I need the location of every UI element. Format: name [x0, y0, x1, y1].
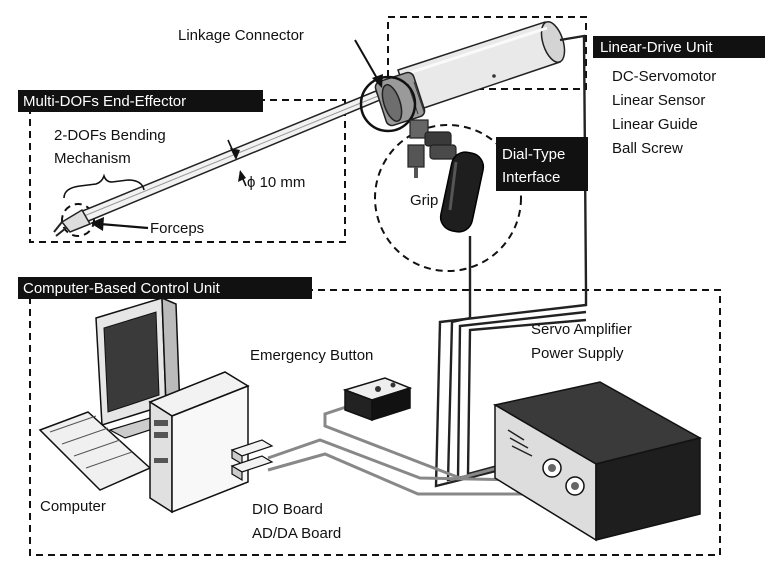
diameter-arrow-bottom	[238, 170, 246, 182]
dial-interface-tag-bg	[496, 137, 588, 191]
bending-joint	[60, 208, 92, 233]
diameter-label: ϕ 10 mm	[247, 174, 305, 191]
end-effector-tag: Multi-DOFs End-Effector	[23, 93, 186, 110]
servo-label-line2: Power Supply	[531, 345, 624, 362]
shaft-highlight	[83, 95, 379, 217]
servo-connector-1-core	[548, 464, 556, 472]
dio-board-label: DIO Board	[252, 501, 323, 518]
servo-plug-1	[507, 429, 525, 441]
forceps-label: Forceps	[150, 220, 204, 237]
grip-region	[374, 124, 522, 272]
drive-component-4: Ball Screw	[612, 140, 683, 157]
emergency-box-side	[371, 386, 411, 422]
forceps-jaw-lower	[55, 227, 67, 237]
cable-drive-1	[434, 34, 588, 488]
monitor-screen	[103, 311, 160, 413]
keyboard-row-3	[73, 439, 121, 457]
grip-handle	[439, 151, 485, 233]
forceps-jaw-upper	[53, 221, 63, 233]
tower-drive-3	[154, 458, 168, 463]
servo-connector-2-core	[571, 482, 579, 490]
emergency-button-2	[390, 382, 396, 388]
grip-label: Grip	[410, 192, 438, 209]
keyboard-row-2	[61, 427, 109, 445]
bending-label-line2: Mechanism	[54, 150, 131, 167]
grip-highlight	[448, 161, 458, 211]
drive-component-2: Linear Sensor	[612, 92, 705, 109]
linear-drive-tag: Linear-Drive Unit	[600, 39, 713, 56]
control-unit-tag-bg	[18, 277, 312, 299]
bending-label-line1: 2-DOFs Bending	[54, 127, 166, 144]
keyboard-row-4	[85, 451, 133, 469]
drive-component-3: Linear Guide	[612, 116, 698, 133]
emergency-button-1	[375, 386, 381, 392]
servo-label-line1: Servo Amplifier	[531, 321, 632, 338]
drive-component-1: DC-Servomotor	[612, 68, 716, 85]
linear-drive-tag-bg	[593, 36, 765, 58]
control-unit-region	[29, 289, 721, 556]
dial-knob-1	[424, 131, 452, 147]
servo-plug-2	[509, 437, 529, 449]
forceps-arrow-head	[90, 217, 104, 231]
tower-drive-1	[154, 420, 168, 426]
cable-emergency	[323, 402, 521, 480]
emergency-button-label: Emergency Button	[250, 347, 373, 364]
forceps-arrow-line	[99, 222, 149, 230]
linkage-leader-head	[372, 74, 383, 88]
tower-drive-2	[154, 432, 168, 438]
linkage-leader-line	[354, 39, 379, 81]
dial-mount	[409, 119, 429, 139]
linkage-connector-label: Linkage Connector	[178, 27, 304, 44]
adda-board-label: AD/DA Board	[252, 525, 341, 542]
diameter-arrow-top	[230, 148, 240, 160]
collar-ring-2	[413, 81, 425, 113]
cylinder-highlight	[399, 26, 548, 78]
bending-brace	[63, 173, 145, 199]
cable-drive-3	[466, 318, 587, 476]
linkage-connector-circle	[359, 75, 417, 133]
linear-drive-region	[387, 16, 587, 90]
keyboard-row-1	[49, 415, 97, 433]
dial-interface-tag-line1: Dial-Type	[502, 146, 565, 163]
cylinder-screw	[492, 74, 496, 78]
drive-cylinder-body	[397, 21, 561, 113]
adda-board-edge	[231, 464, 243, 482]
computer-label: Computer	[40, 498, 106, 515]
tower-front	[149, 400, 173, 514]
servo-box-side	[595, 437, 701, 541]
control-unit-tag: Computer-Based Control Unit	[23, 280, 221, 297]
dial-stem	[407, 144, 425, 168]
linkage-collar-face	[381, 84, 403, 122]
dial-knob-2	[429, 144, 457, 160]
dial-interface-tag-line2: Interface	[502, 169, 560, 186]
end-effector-tag-bg	[18, 90, 263, 112]
forceps-region	[61, 203, 95, 237]
tower-side	[171, 384, 249, 514]
servo-plug-3	[511, 445, 533, 457]
